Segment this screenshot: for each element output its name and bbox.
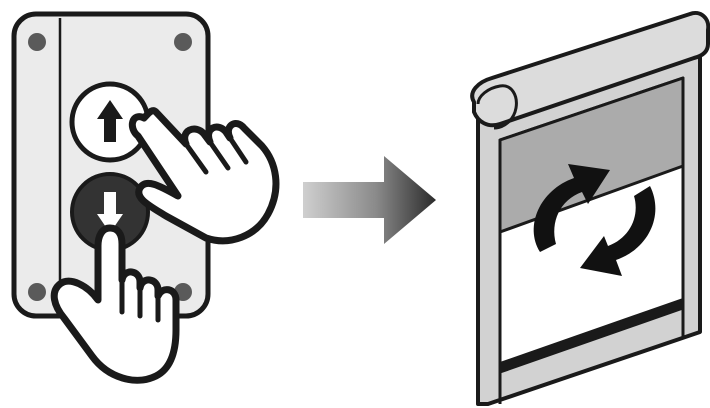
hand-pointer-icon	[128, 107, 280, 245]
rotate-cycle-icon	[533, 164, 656, 276]
shutter-cassette	[470, 11, 710, 128]
screw-icon	[174, 33, 192, 51]
shutter-bottom-bar	[500, 298, 683, 372]
arrow-down-icon	[97, 192, 123, 233]
control-box	[11, 11, 211, 319]
screw-icon	[28, 283, 46, 301]
screw-icon	[28, 33, 46, 51]
arrow-right-icon	[303, 156, 436, 244]
roller-shutter	[470, 11, 710, 406]
hand-pointer-icon	[50, 224, 180, 384]
arrow-up-icon	[97, 100, 123, 142]
